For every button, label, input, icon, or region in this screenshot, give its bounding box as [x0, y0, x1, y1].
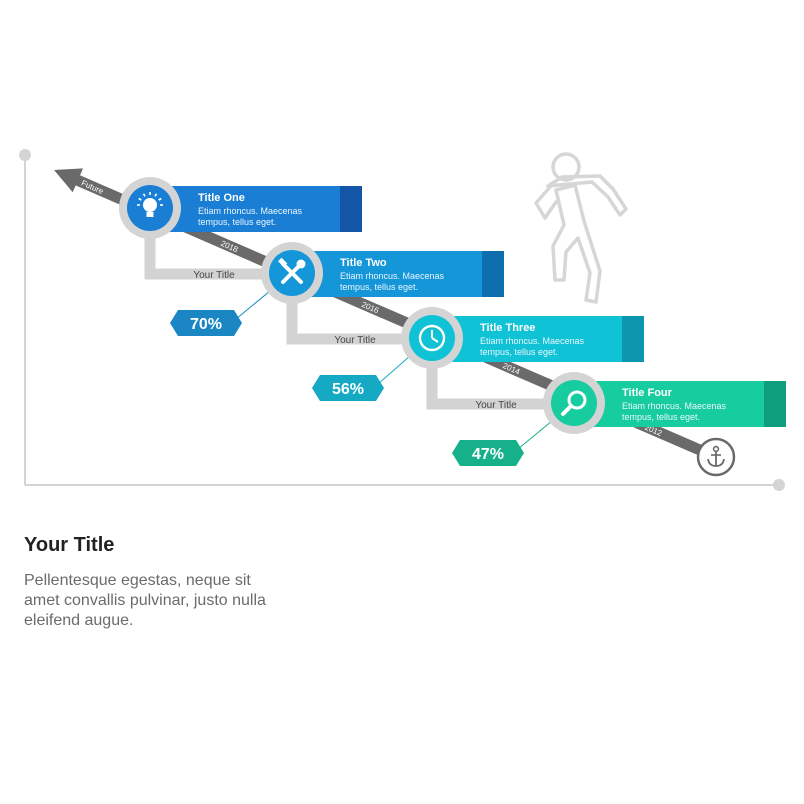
percent-value: 70%: [190, 316, 222, 333]
footer-title: Your Title: [24, 534, 115, 556]
step-box-tab: [622, 316, 644, 362]
step-body: tempus, tellus eget.: [480, 347, 558, 357]
step-box: [162, 186, 362, 232]
step-box-tab: [764, 381, 786, 427]
step-body: Etiam rhoncus. Maecenas: [622, 401, 727, 411]
percent-badge: [312, 375, 384, 401]
step-body: tempus, tellus eget.: [198, 217, 276, 227]
step-title: Title Two: [340, 257, 387, 269]
clock-icon: [418, 324, 446, 352]
y-axis-end-dot: [19, 149, 31, 161]
connector-label: Your Title: [193, 270, 235, 281]
lightbulb-icon: [137, 192, 163, 217]
step-body: tempus, tellus eget.: [622, 412, 700, 422]
x-axis-end-dot: [773, 479, 785, 491]
step-connector: [426, 368, 544, 410]
step-box-tab: [340, 186, 362, 232]
anchor-icon: [696, 437, 736, 477]
step-box: [444, 316, 644, 362]
step-title: Title Four: [622, 387, 673, 399]
step-title: Title Three: [480, 322, 535, 334]
percent-pointer: [235, 290, 271, 320]
step-connector: [144, 238, 262, 280]
search-icon: [561, 390, 587, 416]
connector-label: Your Title: [334, 335, 376, 346]
connector-label: Your Title: [475, 400, 517, 411]
step-box-tab: [482, 251, 504, 297]
step-body: tempus, tellus eget.: [340, 282, 418, 292]
step-box: [586, 381, 786, 427]
step-connector: [286, 303, 402, 345]
step-title: Title One: [198, 192, 245, 204]
percent-pointer: [517, 420, 553, 450]
percent-value: 56%: [332, 381, 364, 398]
footer-body: Pellentesque egestas, neque sit amet con…: [24, 572, 266, 629]
walking-person-icon: [534, 152, 628, 304]
future-arrow-head: [54, 168, 84, 193]
tools-icon: [278, 257, 306, 284]
footer: Your Title Pellentesque egestas, neque s…: [24, 534, 324, 631]
percent-badge: [170, 310, 242, 336]
step-body: Etiam rhoncus. Maecenas: [340, 271, 445, 281]
step-icon-circle: [551, 380, 597, 426]
step-body: Etiam rhoncus. Maecenas: [480, 336, 585, 346]
step-body: Etiam rhoncus. Maecenas: [198, 206, 303, 216]
percent-badge: [452, 440, 524, 466]
percent-value: 47%: [472, 446, 504, 463]
percent-pointer: [377, 355, 411, 385]
step-box: [304, 251, 504, 297]
